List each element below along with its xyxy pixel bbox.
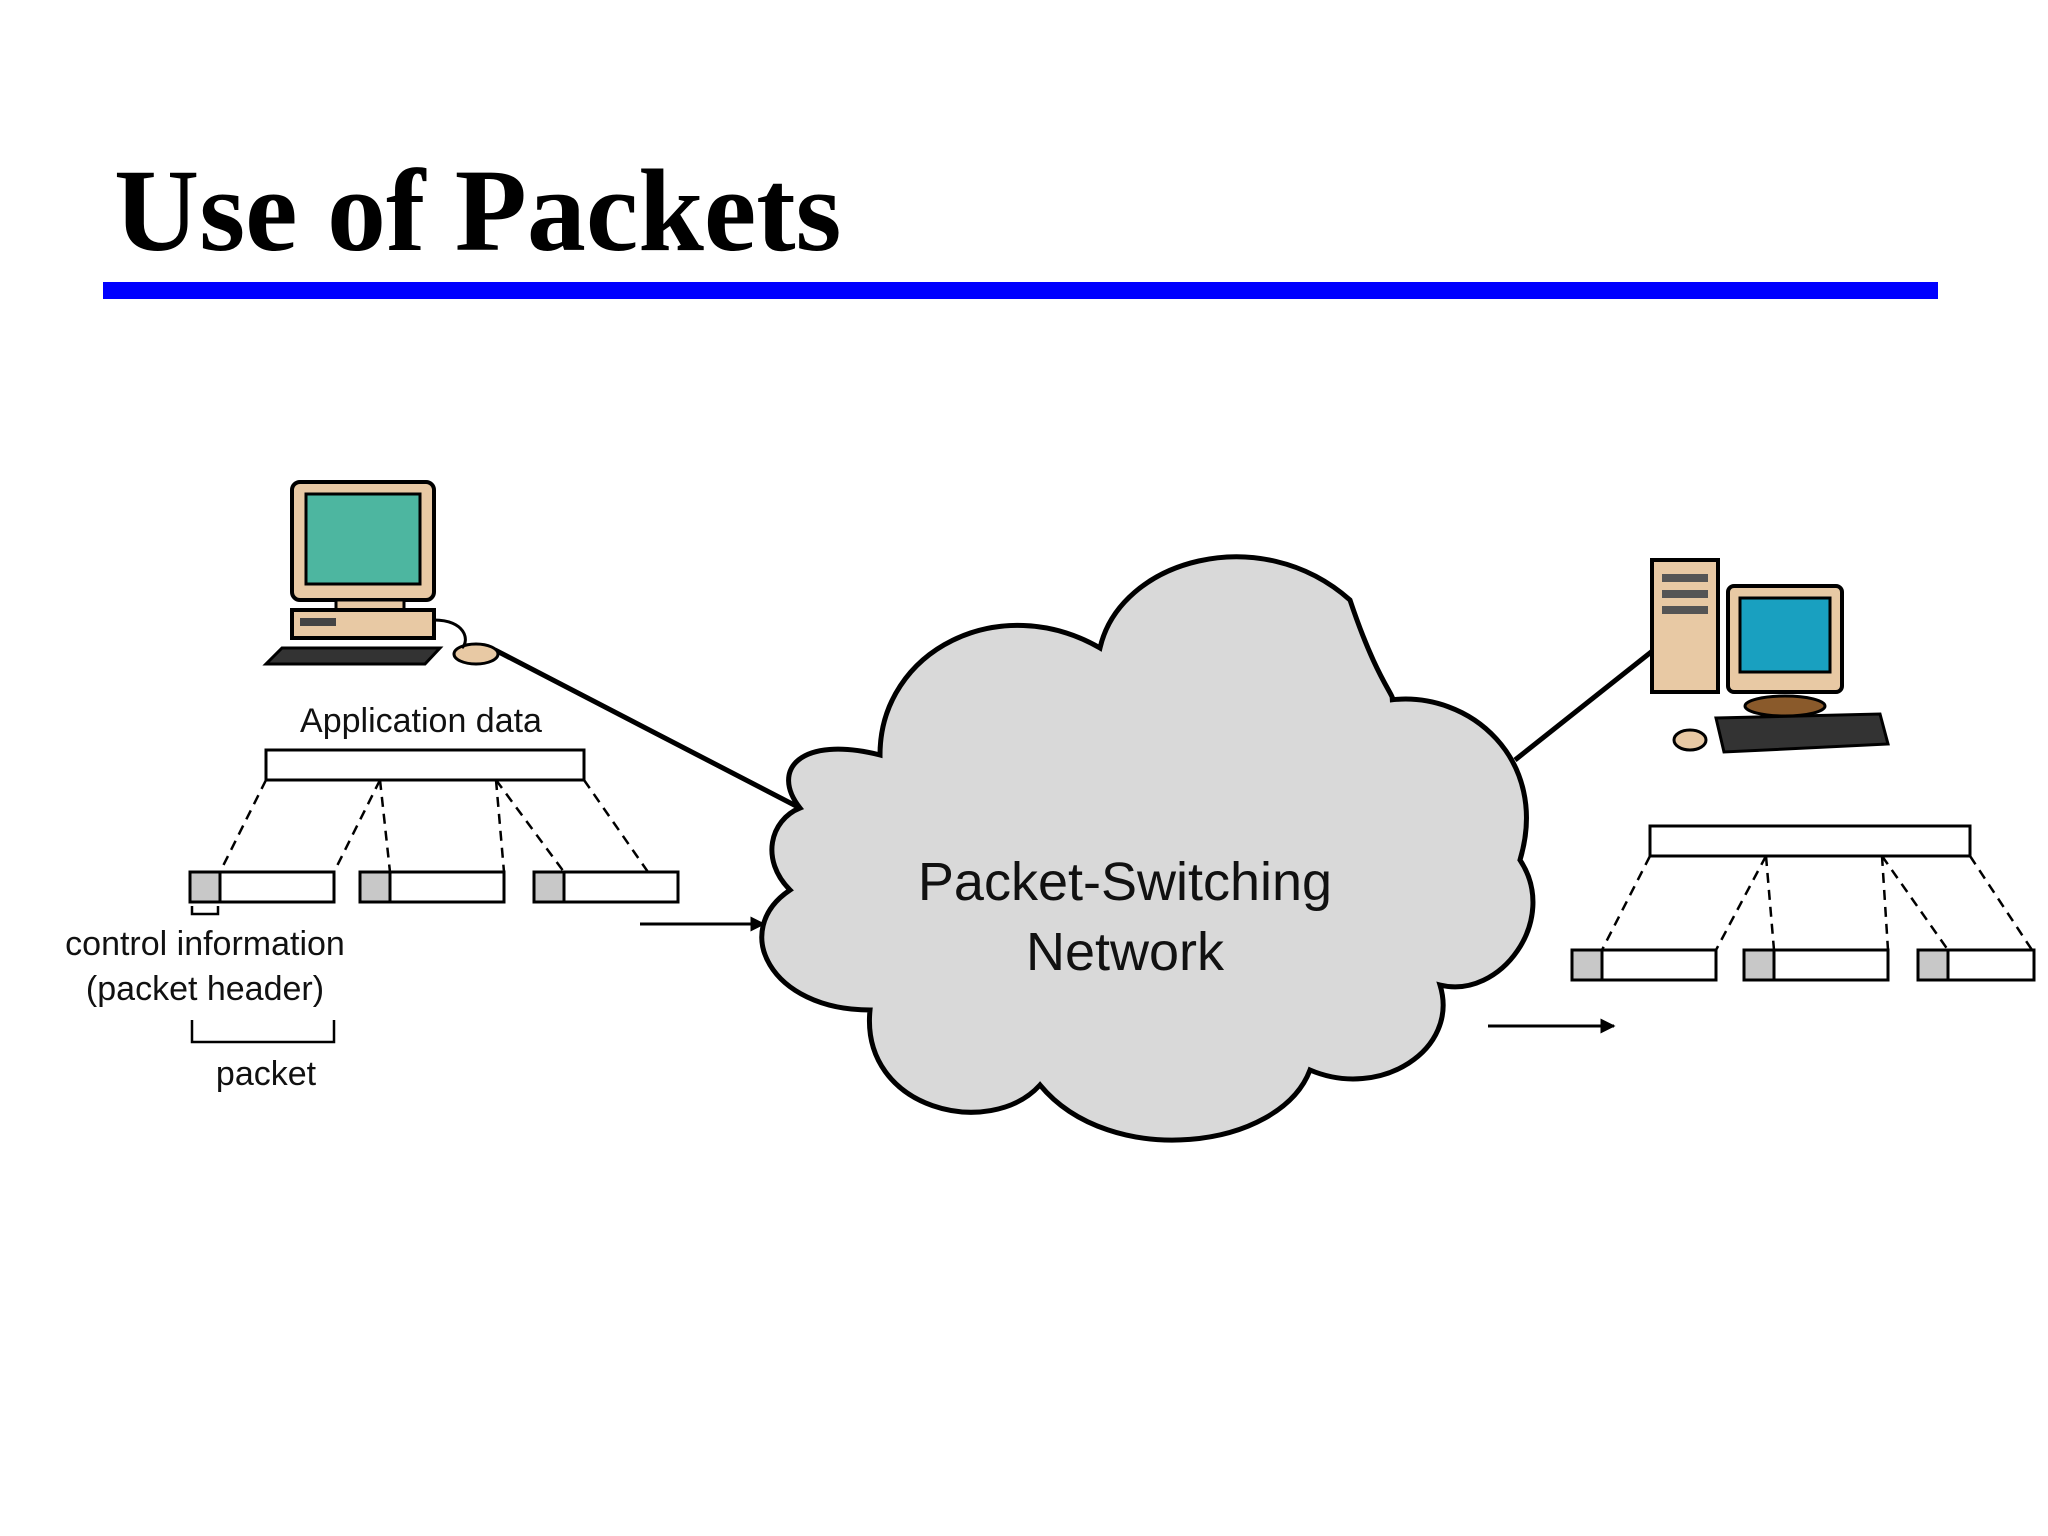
packet [1916, 948, 2036, 982]
sender-packets: Application data control information (pa… [65, 702, 766, 1093]
application-data-label: Application data [300, 702, 542, 740]
packet [188, 870, 336, 904]
network-label-line1: Packet-Switching [918, 852, 1332, 912]
packet [358, 870, 506, 904]
control-info-line1: control information [65, 925, 345, 963]
packet-bracket [190, 1020, 336, 1044]
application-data-block [264, 748, 586, 782]
title-underline [103, 282, 1938, 299]
receiver-packets [1488, 824, 2036, 1034]
receiver-computer-icon [1650, 558, 1890, 754]
sender-link [493, 647, 802, 811]
segmentation-lines [218, 779, 650, 873]
receiver-link [1513, 643, 1662, 762]
packet [532, 870, 680, 904]
network-cloud: Packet-Switching Network [759, 554, 1536, 1143]
packet-label: packet [216, 1055, 317, 1093]
control-info-line2: (packet header) [86, 970, 324, 1008]
reassembly-lines [1600, 855, 2034, 951]
sender-computer-icon [262, 480, 500, 666]
reassembled-data-block [1648, 824, 1972, 858]
packet [1570, 948, 1718, 982]
network-label-line2: Network [1026, 922, 1225, 982]
packet [1742, 948, 1890, 982]
header-bracket [190, 906, 220, 916]
page-title: Use of Packets [114, 145, 842, 276]
